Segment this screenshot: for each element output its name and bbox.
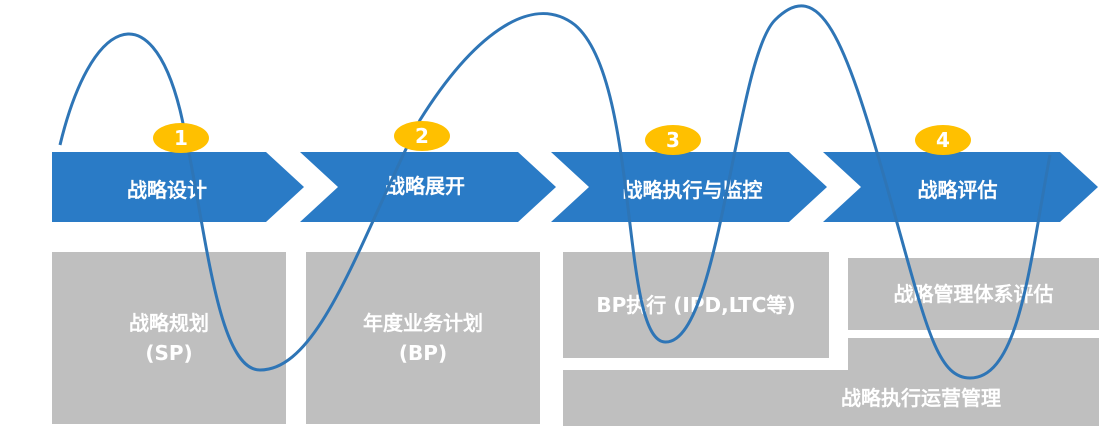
wave-path [58, 4, 1052, 380]
chevron-stage-1 [52, 152, 304, 222]
box-strategic-planning-title: 战略规划 [129, 311, 209, 335]
box-execution-operations-text: 战略执行运营管理 [841, 386, 1001, 410]
chevron-stage-3 [551, 152, 827, 222]
stage-4-badge: 4 [915, 125, 971, 155]
box-annual-business-plan-abbr: (BP) [398, 341, 448, 365]
stage-2-badge: 2 [394, 121, 450, 151]
stage-3-label: 战略执行与监控 [622, 178, 763, 202]
chevron-stage-2 [300, 152, 556, 222]
box-evaluation-system: 战略管理体系评估 [848, 258, 1099, 330]
box-execution-operations: 战略执行运营管理 [563, 370, 1099, 426]
box-annual-business-plan-title: 年度业务计划 [363, 311, 483, 335]
stage-3-badge: 3 [645, 125, 701, 155]
stage-4-label: 战略评估 [917, 178, 998, 202]
stage-1-badge: 1 [153, 123, 209, 153]
box-strategic-planning-abbr: (SP) [145, 341, 193, 365]
stage-2-label: 战略展开 [385, 174, 465, 198]
box-strategic-planning: 战略规划 (SP) [52, 252, 286, 424]
